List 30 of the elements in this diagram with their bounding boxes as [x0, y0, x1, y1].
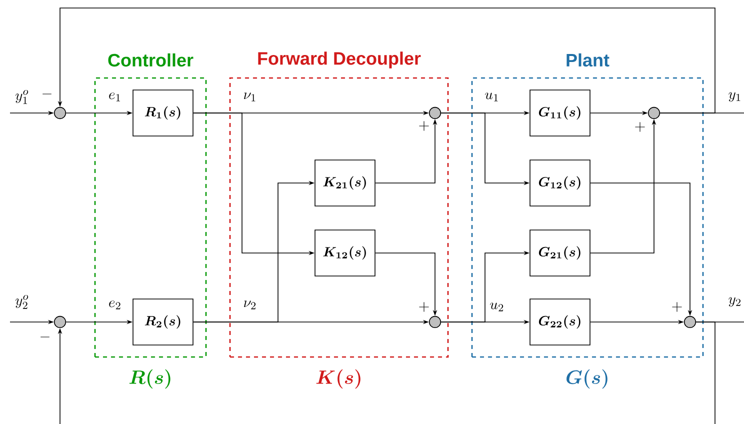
sign-label: $+$: [419, 302, 429, 312]
arrow: [58, 322, 716, 424]
group-formula: $G(s)$: [566, 369, 608, 389]
signal-label: $e_1$: [109, 92, 120, 102]
group-heading: Plant: [566, 53, 610, 67]
sign-label: $+$: [635, 122, 645, 132]
group-heading: Controller: [108, 53, 194, 67]
signal-label: $u_1$: [485, 92, 498, 102]
block-box: $R_2(s)$: [132, 298, 194, 346]
signal-label: $y_1$: [728, 92, 740, 102]
signal-label: $y_2^o$: [16, 294, 28, 309]
sign-label: $-$: [40, 336, 50, 338]
signal-label: $u_2$: [490, 302, 504, 312]
signal-label: $y_2$: [728, 297, 740, 307]
block-box: $G_{22}(s)$: [530, 298, 590, 346]
signal-label: $e_2$: [109, 300, 120, 310]
block-box: $R_1(s)$: [132, 90, 194, 136]
group-heading: Forward Decoupler: [258, 52, 421, 68]
signal-label: $\nu_2$: [244, 300, 256, 310]
block-box: $G_{21}(s)$: [530, 230, 590, 276]
sign-label: $+$: [672, 302, 682, 312]
signal-label: $y_1^o$: [16, 90, 28, 104]
block-box: $G_{11}(s)$: [530, 90, 590, 136]
group-formula: $K(s)$: [316, 369, 360, 389]
block-box: $K_{21}(s)$: [314, 160, 376, 206]
group-formula: $R(s)$: [129, 369, 170, 389]
sign-label: $+$: [419, 121, 429, 131]
block-box: $K_{12}(s)$: [314, 230, 376, 276]
block-box: $G_{12}(s)$: [530, 160, 590, 206]
signal-label: $\nu_1$: [244, 92, 256, 102]
